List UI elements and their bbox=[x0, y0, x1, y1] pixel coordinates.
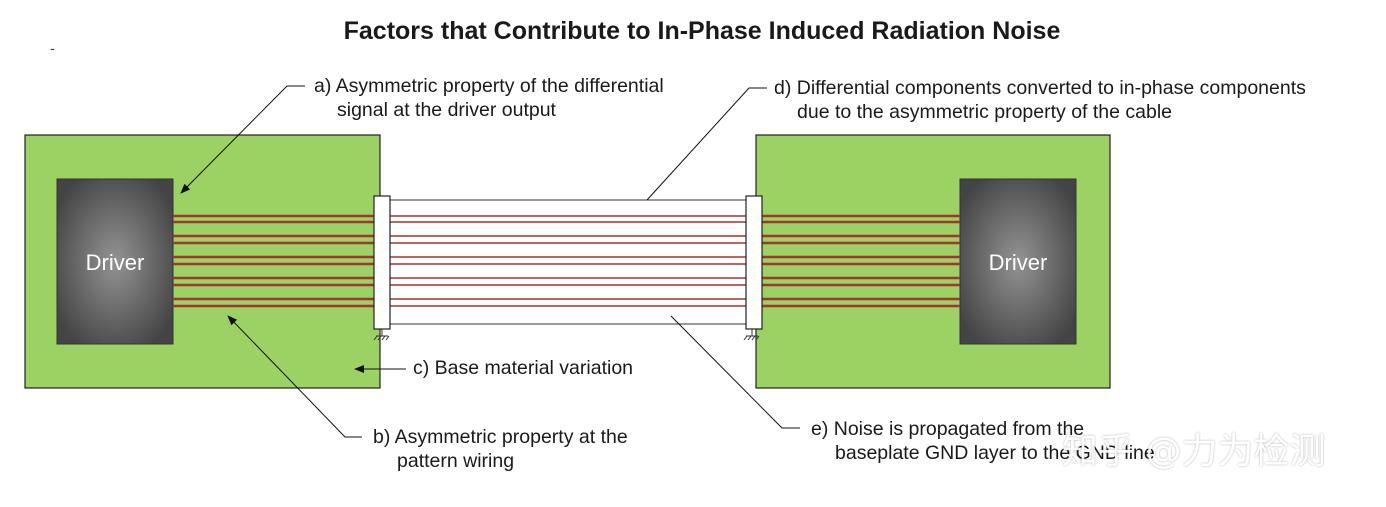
leader-a bbox=[180, 85, 305, 194]
annotation-d: d) Differential components converted to … bbox=[774, 76, 1306, 124]
annotation-b-line2: pattern wiring bbox=[397, 450, 515, 472]
left-connector bbox=[373, 195, 391, 330]
leader-e bbox=[670, 315, 800, 429]
annotation-a-line1: a) Asymmetric property of the differenti… bbox=[314, 75, 664, 97]
right-ground-icon bbox=[743, 329, 760, 341]
left-driver-label: Driver bbox=[86, 250, 145, 275]
watermark: 知乎 @力为检测 bbox=[1062, 431, 1326, 472]
stray-mark: - bbox=[50, 40, 55, 56]
annotation-e-line2: baseplate GND layer to the GND line bbox=[835, 442, 1155, 464]
annotation-b-line1: b) Asymmetric property at the bbox=[373, 426, 628, 448]
leader-b bbox=[227, 315, 362, 438]
left-ground-icon bbox=[373, 329, 390, 341]
annotation-e: e) Noise is propagated from the baseplat… bbox=[811, 417, 1155, 465]
left-traces bbox=[173, 214, 374, 308]
left-driver-chip bbox=[56, 178, 174, 345]
annotation-d-line2: due to the asymmetric property of the ca… bbox=[797, 101, 1173, 123]
right-traces bbox=[762, 214, 960, 308]
right-driver-label: Driver bbox=[989, 250, 1048, 275]
annotation-b: b) Asymmetric property at the pattern wi… bbox=[373, 425, 628, 473]
annotation-c: c) Base material variation bbox=[413, 356, 633, 380]
cable-conductors bbox=[390, 215, 746, 307]
cable-body bbox=[389, 199, 747, 325]
annotation-c-line1: c) Base material variation bbox=[413, 357, 634, 379]
annotation-e-line1: e) Noise is propagated from the bbox=[811, 418, 1085, 440]
annotation-a-line2: signal at the driver output bbox=[337, 99, 556, 121]
diagram-title: Factors that Contribute to In-Phase Indu… bbox=[343, 17, 1061, 45]
annotation-a: a) Asymmetric property of the differenti… bbox=[314, 74, 664, 122]
leader-d bbox=[646, 87, 767, 201]
right-driver-chip bbox=[959, 178, 1077, 345]
right-connector bbox=[745, 195, 763, 330]
annotation-d-line1: d) Differential components converted to … bbox=[774, 77, 1306, 99]
